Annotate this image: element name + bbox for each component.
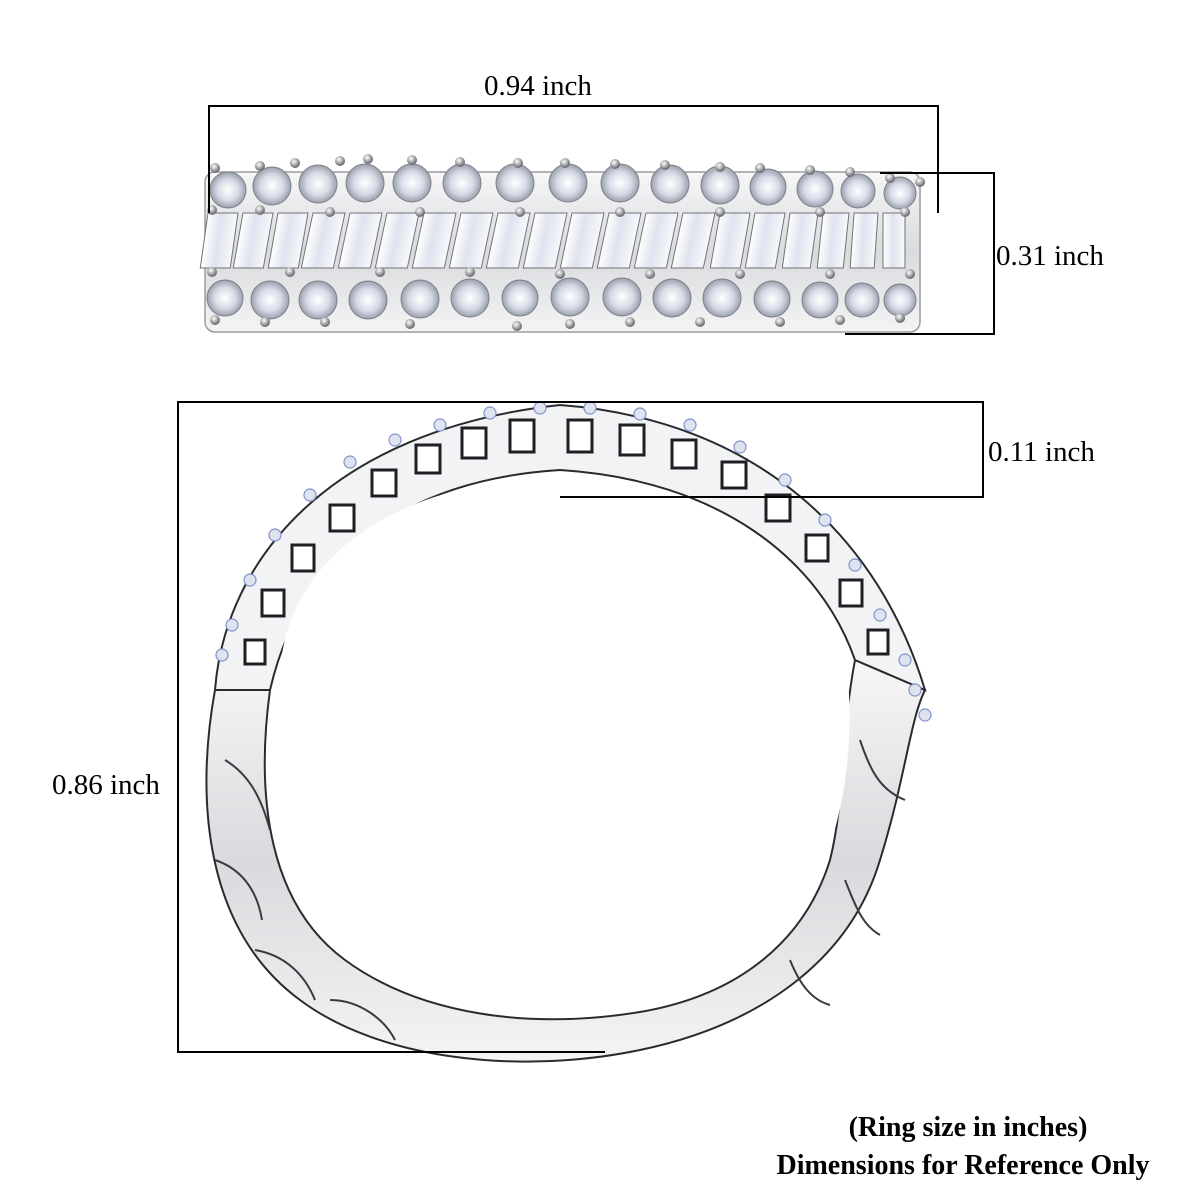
label-width-094: 0.94 inch — [484, 70, 592, 102]
side-view-ring — [205, 401, 932, 1063]
label-height-086: 0.86 inch — [52, 769, 160, 801]
dimension-line-height-031 — [845, 172, 995, 335]
label-band-width-011: 0.11 inch — [988, 436, 1095, 468]
dimension-line-height-086 — [177, 401, 605, 1053]
caption-reference-only: Dimensions for Reference Only — [776, 1150, 1150, 1181]
prongs-top-view — [207, 154, 925, 331]
baguette-row — [199, 212, 906, 269]
dimension-line-width-094 — [208, 105, 939, 213]
round-stone-row-top — [209, 163, 917, 210]
dimension-lines — [177, 105, 995, 1053]
dimension-line-band-011 — [560, 401, 984, 498]
gallery-openings — [243, 418, 890, 666]
top-view-band — [199, 154, 925, 333]
round-stone-row-bottom — [206, 277, 917, 320]
label-height-031: 0.31 inch — [996, 240, 1104, 272]
caption-ring-size: (Ring size in inches) — [848, 1112, 1088, 1143]
side-stones — [215, 401, 932, 722]
